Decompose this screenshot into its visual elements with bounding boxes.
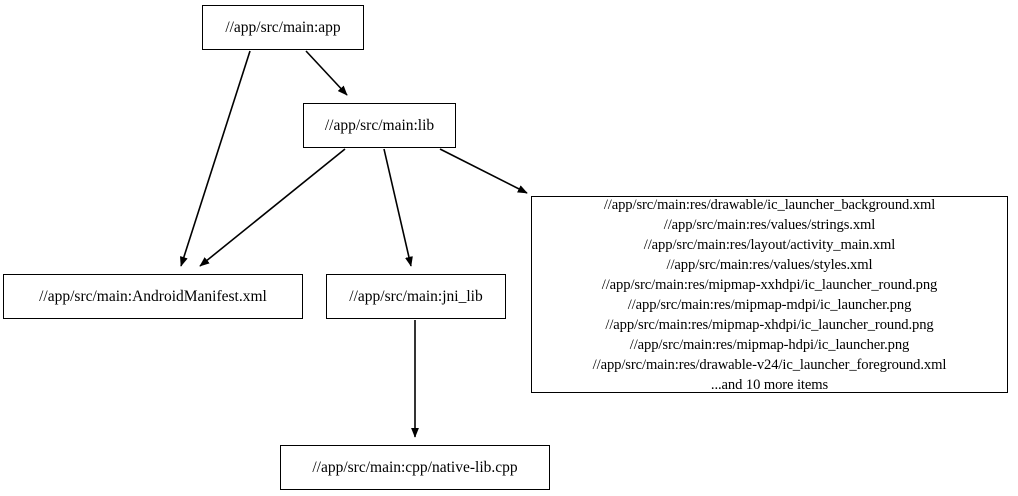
graph-edge-app-to-manifest bbox=[180, 50, 251, 267]
graph-edge-lib-to-jni-lib bbox=[383, 148, 413, 267]
graph-node-lib[interactable]: //app/src/main:lib bbox=[303, 103, 456, 148]
graph-node-label-jni_lib: //app/src/main:jni_lib bbox=[349, 287, 483, 305]
graph-node-jni_lib[interactable]: //app/src/main:jni_lib bbox=[326, 274, 506, 319]
graph-node-resources[interactable]: //app/src/main:res/drawable/ic_launcher_… bbox=[531, 196, 1008, 393]
graph-node-app[interactable]: //app/src/main:app bbox=[202, 5, 364, 50]
graph-node-label-app: //app/src/main:app bbox=[225, 18, 341, 36]
graph-node-label-native_lib_cpp: //app/src/main:cpp/native-lib.cpp bbox=[312, 458, 518, 476]
graph-node-android_manifest[interactable]: //app/src/main:AndroidManifest.xml bbox=[3, 274, 303, 319]
graph-node-label-resources: //app/src/main:res/drawable/ic_launcher_… bbox=[592, 196, 947, 393]
graph-edge-lib-to-manifest bbox=[199, 148, 346, 267]
graph-node-label-lib: //app/src/main:lib bbox=[324, 116, 435, 134]
graph-edge-lib-to-resources bbox=[439, 148, 528, 194]
graph-edge-app-to-lib bbox=[305, 50, 348, 96]
graph-node-native_lib_cpp[interactable]: //app/src/main:cpp/native-lib.cpp bbox=[280, 445, 550, 490]
graph-node-label-android_manifest: //app/src/main:AndroidManifest.xml bbox=[39, 287, 267, 305]
